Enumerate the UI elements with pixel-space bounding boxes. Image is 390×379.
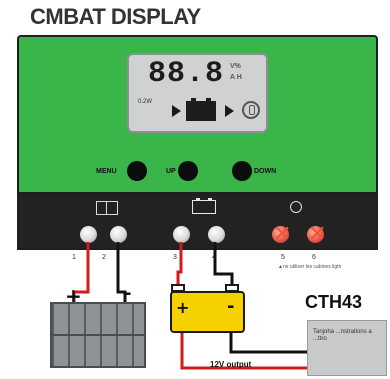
terminal-screw-5 <box>272 226 289 243</box>
arrow-right-icon <box>172 105 181 117</box>
battery-icon <box>192 198 216 214</box>
terminal-screw-2 <box>110 226 127 243</box>
solar-panel <box>50 302 146 368</box>
load-device: Tanjoha ...nstrations a ...ttro <box>307 320 387 376</box>
lcd-pv-label: 0.2W <box>138 99 153 105</box>
arrow-right-icon <box>225 105 234 117</box>
lamp-icon <box>290 201 302 213</box>
terminal-screw-3 <box>173 226 190 243</box>
menu-button[interactable] <box>127 161 147 181</box>
terminal-screw-1 <box>80 226 97 243</box>
wire-battery-positive <box>176 242 183 286</box>
wire-output-positive <box>180 333 308 370</box>
lcd-screen: 88.8 V% A H 0.2W <box>127 53 268 133</box>
wire-battery-negative <box>213 242 234 286</box>
lcd-unit-top: V% <box>230 63 241 70</box>
up-button[interactable] <box>178 161 198 181</box>
load-text: Tanjoha ...nstrations a ...ttro <box>313 329 372 342</box>
down-button-label: DOWN <box>254 168 277 175</box>
down-button[interactable] <box>232 161 252 181</box>
diagram-title: CMBAT DISPLAY <box>30 4 201 29</box>
terminal-number-2: 2 <box>102 254 106 261</box>
up-button-label: UP <box>166 168 176 175</box>
no-use-note: ▲ne utiliser les cabines ligth <box>278 264 342 270</box>
terminal-number-1: 1 <box>72 254 76 261</box>
lcd-unit-bottom: A H <box>230 74 242 81</box>
battery <box>170 291 245 333</box>
wire-pv-positive <box>72 242 90 304</box>
solar-panel-icon <box>96 201 118 215</box>
battery-icon <box>186 98 216 121</box>
battery-plus-sign: + <box>176 298 190 317</box>
cross-icon: ✕ <box>273 222 292 247</box>
menu-button-label: MENU <box>96 168 117 175</box>
output-label: 12V output <box>210 360 252 369</box>
terminal-number-6: 6 <box>312 254 316 261</box>
device-label: CTH43 <box>305 292 363 312</box>
lamp-icon <box>242 101 260 119</box>
terminal-screw-4 <box>208 226 225 243</box>
cross-icon: ✕ <box>308 222 327 247</box>
wire-output-negative <box>229 333 308 354</box>
terminal-number-3: 3 <box>173 254 177 261</box>
panel-minus-sign: - <box>124 283 132 304</box>
battery-minus-sign: - <box>227 296 235 317</box>
lcd-digits: 88.8 <box>147 57 224 91</box>
terminal-screw-6 <box>307 226 324 243</box>
terminal-number-5: 5 <box>281 254 285 261</box>
wire-pv-negative <box>116 242 127 304</box>
